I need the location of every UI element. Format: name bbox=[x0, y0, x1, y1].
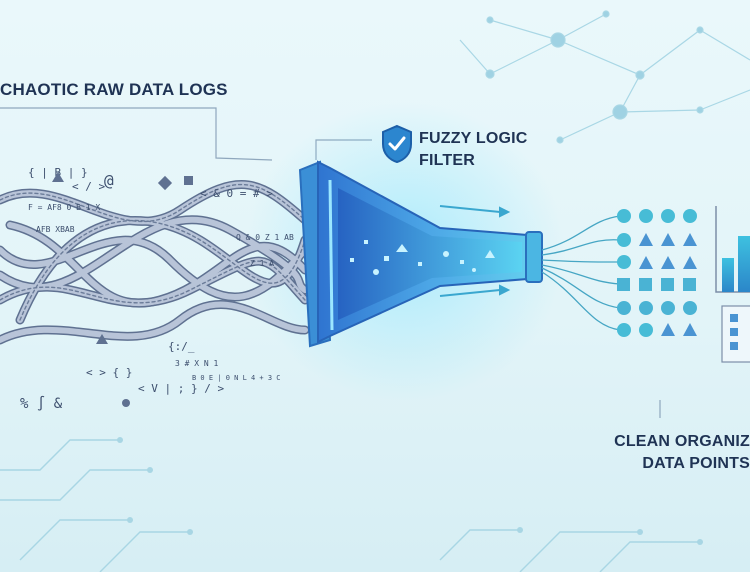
output-lines bbox=[541, 215, 621, 331]
shield-check-icon bbox=[382, 124, 412, 164]
log-fragment: Q & 0 Z 1 AB bbox=[236, 233, 294, 242]
log-fragment: % ∫ & bbox=[20, 395, 63, 412]
log-fragment: 3 # X N 1 bbox=[175, 359, 219, 368]
network-graph bbox=[459, 10, 750, 144]
circuit-nodes bbox=[117, 437, 703, 545]
clean-label-line2: DATA POINTS bbox=[642, 455, 750, 472]
log-fragments: { | B | } < / > @ < & 0 = # > F = AF8 0 … bbox=[20, 166, 294, 412]
log-fragment: < > { } bbox=[86, 366, 132, 379]
filter-label-line2: FILTER bbox=[419, 152, 476, 169]
log-fragment: AFB XBAB bbox=[36, 225, 75, 234]
scatter-shapes bbox=[52, 172, 193, 407]
clean-label-line1: CLEAN ORGANIZ bbox=[614, 433, 750, 450]
log-fragment: < / > bbox=[72, 180, 105, 193]
filter-label-line1: FUZZY LOGIC bbox=[419, 130, 528, 147]
log-fragment: F = AF8 0 B 1 X bbox=[28, 203, 100, 212]
input-arrows bbox=[439, 205, 511, 297]
log-fragment: < & 0 = # > bbox=[200, 187, 273, 200]
log-fragment: @ bbox=[104, 171, 114, 190]
log-fragment: B 0 E | 0 N L 4 + 3 C bbox=[192, 374, 281, 382]
clean-data-label: CLEAN ORGANIZ DATA POINTS bbox=[612, 431, 750, 475]
organized-data-grid bbox=[617, 209, 697, 337]
tangled-cables bbox=[0, 180, 310, 345]
mini-table bbox=[721, 305, 750, 363]
log-fragment: Z 1 A bbox=[250, 259, 274, 268]
circuit-traces bbox=[0, 439, 700, 572]
raw-data-label: CHAOTIC RAW DATA LOGS bbox=[0, 80, 228, 99]
mini-bar-chart bbox=[715, 206, 750, 293]
log-fragment: {:/_ bbox=[168, 340, 195, 353]
log-fragment: < V | ; } / > bbox=[138, 382, 224, 395]
funnel-filter bbox=[298, 160, 543, 348]
filter-label: FUZZY LOGIC FILTER bbox=[419, 128, 528, 172]
